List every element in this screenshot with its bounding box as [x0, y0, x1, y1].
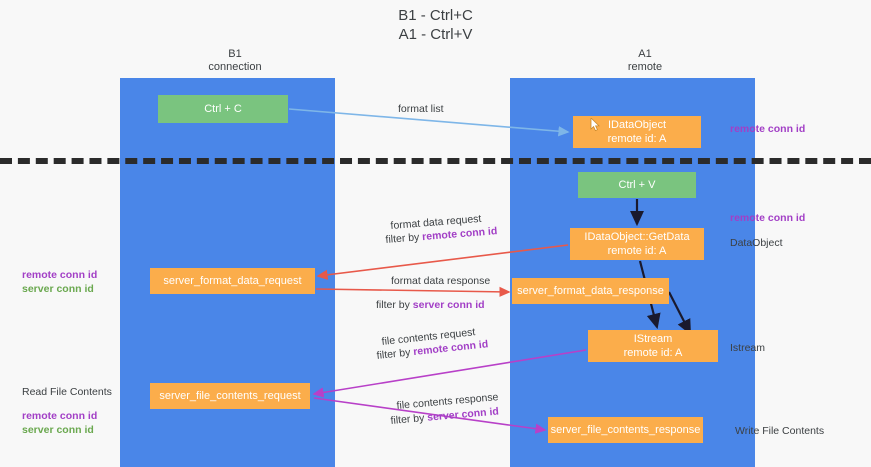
node-server-format-data-request-label: server_format_data_request [163, 275, 302, 287]
filter-prefix: filter by [376, 346, 414, 362]
column-header-a1: A1 remote [627, 48, 663, 73]
filter-prefix: filter by [376, 299, 413, 311]
node-getdata-line1: IDataObject::GetData [584, 231, 690, 243]
edge-label-format-list: format list [398, 103, 444, 115]
node-server-format-data-response-label: server_format_data_response [517, 285, 664, 297]
annotation-left-mid-remote: remote conn id [22, 269, 98, 281]
annotation-istream: Istream [730, 341, 765, 355]
page-title: B1 - Ctrl+C A1 - Ctrl+V [398, 7, 473, 43]
annotation-right-top-remote: remote conn id [730, 123, 806, 135]
annotation-left-bottom: Read File Contents remote conn id server… [22, 385, 112, 437]
node-ctrl-v-line1: Ctrl + V [618, 179, 656, 191]
annotation-dataobject-label: DataObject [730, 237, 783, 249]
phase-divider [0, 158, 871, 164]
annotation-left-bottom-remote: remote conn id [22, 410, 98, 422]
filter-prefix: filter by [385, 231, 423, 246]
filter-prefix: filter by [390, 411, 428, 427]
edge-label-format-data-response: format data response [391, 275, 491, 287]
annotation-dataobject: DataObject [730, 236, 783, 250]
node-server-file-contents-response[interactable]: server_file_contents_response [548, 417, 703, 443]
node-idataobject-line2: remote id: A [607, 133, 667, 145]
node-server-file-contents-request-label: server_file_contents_request [159, 390, 301, 402]
edge-label-format-data-response-filter: filter by server conn id [376, 298, 485, 312]
node-idataobject[interactable]: IDataObject remote id: A [573, 116, 701, 148]
node-ctrl-c[interactable]: Ctrl + C [158, 95, 288, 123]
node-server-file-contents-response-label: server_file_contents_response [550, 424, 701, 436]
column-header-b1: B1 connection [208, 48, 262, 73]
annotation-left-mid-server: server conn id [22, 283, 94, 295]
annotation-left-mid: remote conn id server conn id [22, 268, 97, 296]
annotation-right-mid: remote conn id [730, 211, 805, 225]
node-idataobject-getdata[interactable]: IDataObject::GetData remote id: A [570, 228, 704, 260]
annotation-right-mid-remote: remote conn id [730, 212, 806, 224]
annotation-read-file-contents: Read File Contents [22, 386, 112, 398]
node-server-format-data-request[interactable]: server_format_data_request [150, 268, 315, 294]
node-istream[interactable]: IStream remote id: A [588, 330, 718, 362]
node-ctrl-c-line1: Ctrl + C [204, 103, 242, 115]
node-server-format-data-response[interactable]: server_format_data_response [512, 278, 669, 304]
node-getdata-line2: remote id: A [607, 245, 667, 257]
annotation-right-top: remote conn id [730, 122, 805, 136]
node-ctrl-v[interactable]: Ctrl + V [578, 172, 696, 198]
node-idataobject-line1: IDataObject [607, 119, 667, 131]
annotation-write-file-contents: Write File Contents [735, 424, 824, 438]
arrow-format-data-response [315, 286, 511, 297]
node-server-file-contents-request[interactable]: server_file_contents_request [150, 383, 310, 409]
annotation-left-bottom-server: server conn id [22, 424, 94, 436]
node-istream-line1: IStream [633, 333, 673, 345]
node-istream-line2: remote id: A [623, 347, 683, 359]
filter-key-server-conn-id: server conn id [412, 299, 485, 311]
annotation-istream-label: Istream [730, 342, 766, 354]
annotation-write-file-contents-label: Write File Contents [735, 425, 825, 437]
